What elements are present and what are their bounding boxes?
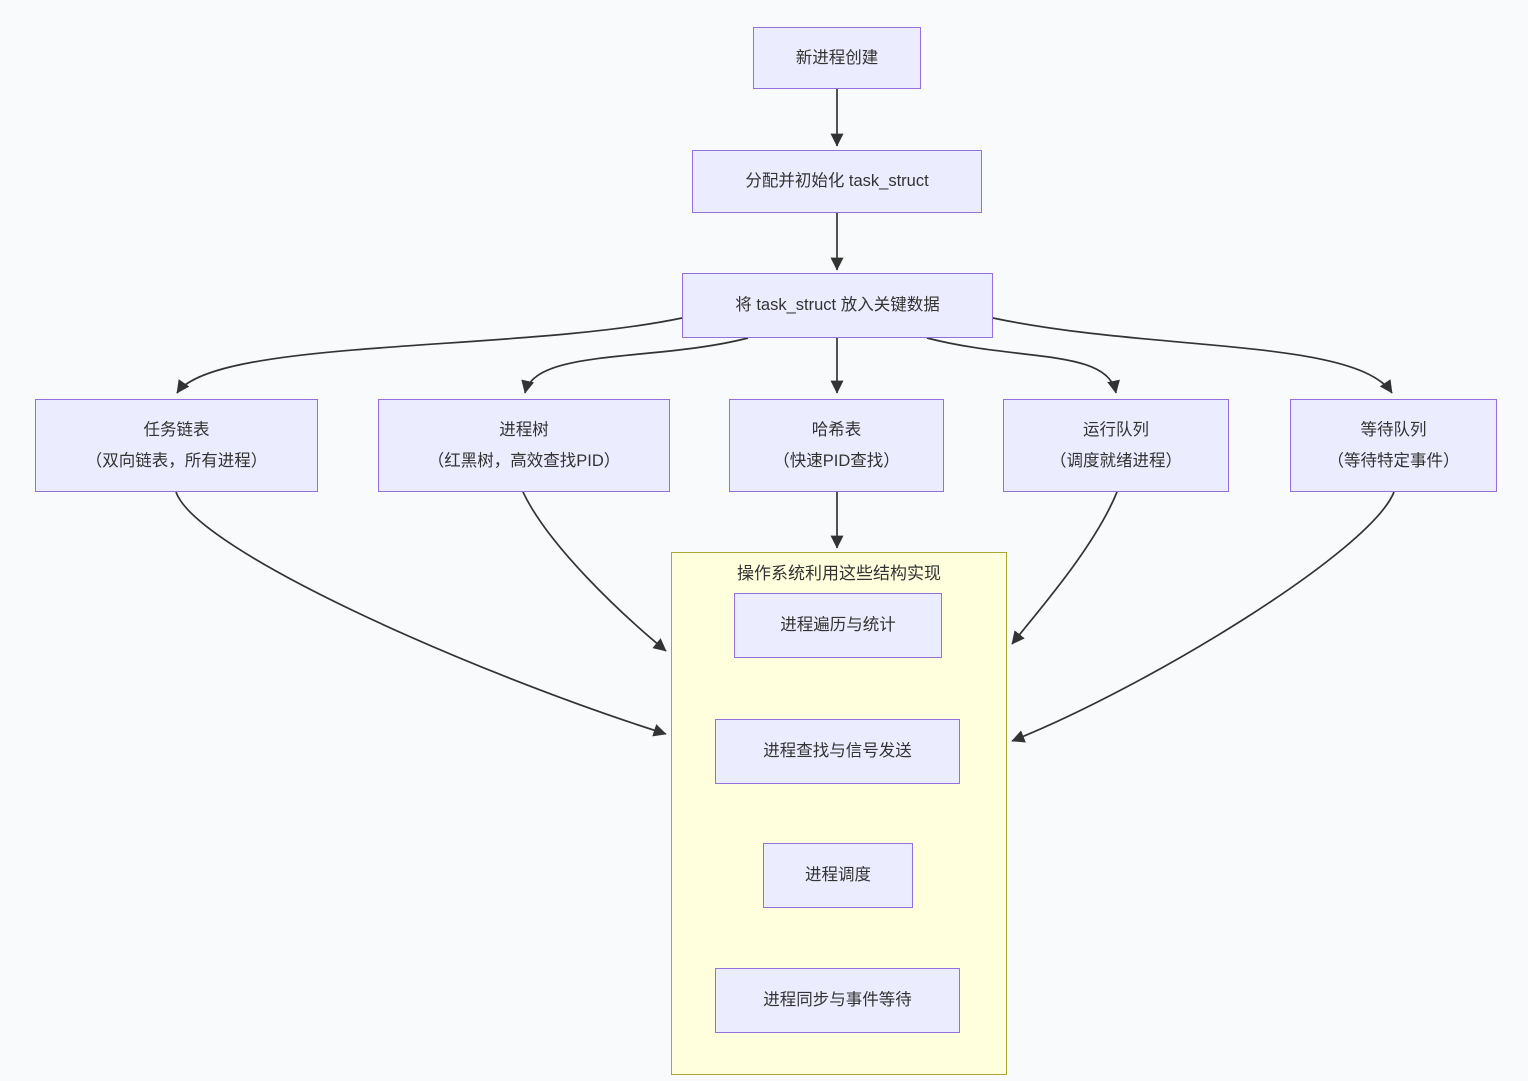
node-subtitle: （快速PID查找） — [773, 451, 900, 470]
node-title: 运行队列 — [1083, 420, 1149, 439]
node-label: 新进程创建 — [795, 48, 879, 67]
node-label: 进程同步与事件等待 — [763, 991, 912, 1009]
node-title: 哈希表 — [811, 420, 862, 439]
node-subtitle: （红黑树，高效查找PID） — [427, 451, 621, 470]
edge-insert-to-proctree — [521, 337, 749, 394]
node-title: 进程树 — [499, 420, 549, 439]
edge-proctree-to-cluster — [522, 491, 667, 652]
edge-waitqueue-to-cluster — [1011, 491, 1395, 743]
edge-insert-to-waitqueue — [992, 317, 1393, 394]
edge-runqueue-to-cluster — [1011, 491, 1118, 645]
node-process-lookup-signal: 进程查找与信号发送 — [715, 719, 960, 784]
node-title: 任务链表 — [143, 420, 210, 439]
node-label: 分配并初始化 task_struct — [745, 172, 929, 190]
node-label: 进程调度 — [805, 866, 871, 884]
node-title: 等待队列 — [1360, 420, 1427, 439]
node-insert-task-struct: 将 task_struct 放入关键数据 — [682, 273, 993, 338]
node-run-queue: 运行队列 （调度就绪进程） — [1003, 399, 1229, 492]
node-subtitle: （等待特定事件） — [1327, 451, 1460, 470]
edge-insert-to-runqueue — [926, 337, 1120, 394]
node-process-tree: 进程树 （红黑树，高效查找PID） — [378, 399, 670, 492]
edge-tasklist-to-cluster — [175, 491, 667, 737]
node-label: 将 task_struct 放入关键数据 — [735, 296, 940, 314]
node-subtitle: （调度就绪进程） — [1050, 451, 1182, 470]
node-process-traverse-stats: 进程遍历与统计 — [734, 593, 942, 658]
node-new-process-create: 新进程创建 — [753, 27, 921, 89]
node-wait-queue: 等待队列 （等待特定事件） — [1290, 399, 1497, 492]
node-process-schedule: 进程调度 — [763, 843, 913, 908]
node-label: 进程查找与信号发送 — [763, 742, 912, 760]
node-alloc-init-task-struct: 分配并初始化 task_struct — [692, 150, 982, 213]
node-hash-table: 哈希表 （快速PID查找） — [729, 399, 944, 492]
edge-insert-to-tasklist — [176, 317, 683, 394]
cluster-title: 操作系统利用这些结构实现 — [737, 564, 941, 583]
node-label: 进程遍历与统计 — [780, 616, 896, 634]
node-process-sync-wait: 进程同步与事件等待 — [715, 968, 960, 1033]
node-task-list: 任务链表 （双向链表，所有进程） — [35, 399, 318, 492]
node-subtitle: （双向链表，所有进程） — [85, 451, 268, 470]
